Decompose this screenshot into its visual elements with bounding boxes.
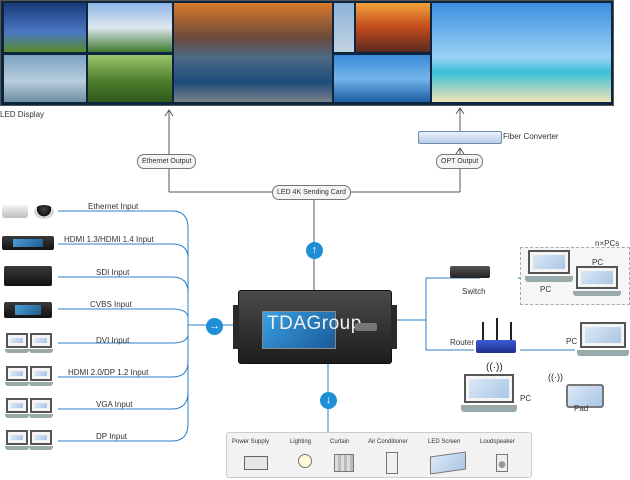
display-image-beach [432, 3, 611, 102]
input-label-dp: DP Input [96, 432, 127, 441]
processor-knob [355, 323, 377, 331]
appliance-label-curtain: Curtain [330, 439, 350, 445]
blu-ray-player-icon [2, 236, 54, 250]
router-antenna-2 [496, 318, 498, 340]
switch-label: Switch [462, 287, 486, 296]
nxpcs-label: n×PCs [595, 239, 620, 248]
processor-rack-ear-left [233, 305, 239, 349]
desktop-pc-icon [4, 333, 30, 353]
pad-label: Pad [574, 404, 589, 413]
air-conditioner-icon [384, 452, 424, 474]
pc-label-4: PC [520, 394, 532, 403]
desktop-pc-icon-2 [28, 333, 54, 353]
router-antenna-1 [482, 322, 484, 340]
sending-card-pill: LED 4K Sending Card [272, 185, 351, 200]
appliance-label-led: LED Screen [428, 439, 461, 445]
laptop-icon-3 [461, 374, 517, 412]
display-image-sunset [356, 3, 430, 52]
router-icon [476, 340, 516, 353]
output-arrow-up-icon: ↑ [306, 242, 323, 259]
display-image-village [88, 3, 172, 52]
led-screen-icon [430, 451, 470, 475]
ethernet-output-pill: Ethernet Output [137, 154, 197, 169]
switch-icon [450, 266, 490, 278]
fiber-converter-label: Fiber Converter [503, 132, 559, 141]
display-image-lake [174, 3, 332, 102]
input-line-3 [58, 276, 189, 325]
router-antenna-3 [510, 322, 512, 340]
tablet-icon [566, 384, 604, 408]
fiber-to-display-arrow [455, 107, 465, 115]
video-processor: TDAGroup [233, 290, 397, 364]
dvd-player-icon [4, 302, 52, 318]
desktop-pc-icon-4 [28, 366, 54, 386]
desktop-monitor-icon [573, 266, 621, 296]
input-label-sdi: SDI Input [96, 268, 130, 277]
pc-label-2: PC [592, 258, 604, 267]
appliance-label-lighting: Lighting [290, 439, 312, 445]
desktop-pc-icon-3 [4, 366, 30, 386]
processor-lcd [262, 311, 336, 349]
led-display-label: LED Display [0, 110, 45, 119]
led-display [0, 0, 614, 106]
dome-camera-icon [34, 205, 54, 219]
loudspeaker-icon [494, 452, 534, 472]
appliance-label-power: Power Supply [232, 439, 270, 445]
display-image-coast [334, 55, 430, 102]
input-line-1 [58, 210, 189, 325]
laptop-icon-2 [577, 322, 629, 356]
input-line-4 [58, 308, 189, 325]
wifi-icon-2: ((·)) [548, 372, 563, 382]
pc-label-3: PC [566, 337, 578, 346]
lightbulb-icon [294, 452, 334, 472]
input-label-hdmi14: HDMI 1.3/HDMI 1.4 Input [64, 235, 154, 244]
ethernet-output-arrow [164, 109, 174, 117]
desktop-pc-icon-5 [4, 398, 30, 418]
cctv-camera-icon [2, 205, 28, 218]
appliance-panel [226, 432, 532, 478]
input-device-cctv [2, 201, 58, 223]
display-image-boat [4, 55, 86, 102]
opt-output-arrow [455, 147, 465, 155]
control-arrow-down-icon: ↓ [320, 392, 337, 409]
curtain-icon [334, 452, 374, 472]
input-label-cvbs: CVBS Input [90, 300, 132, 309]
appliance-label-speaker: Loudspeaker [480, 439, 515, 445]
input-arrow-right-icon: → [206, 318, 223, 335]
pc-label-1: PC [540, 285, 552, 294]
fiber-converter [418, 131, 502, 144]
input-line-8 [58, 325, 189, 442]
laptop-icon [525, 250, 573, 282]
wifi-icon: ((·)) [486, 362, 503, 373]
display-image-city [334, 3, 354, 52]
display-image-forest [88, 55, 172, 102]
switch-line [390, 277, 480, 351]
input-label-vga: VGA Input [96, 400, 133, 409]
router-label: Router [450, 338, 475, 347]
desktop-pc-icon-6 [28, 398, 54, 418]
desktop-pc-icon-7 [4, 430, 30, 450]
display-image-moon-field [4, 3, 86, 52]
processor-brand: TDAGroup [267, 313, 362, 334]
desktop-pc-icon-8 [28, 430, 54, 450]
input-label-ethernet: Ethernet Input [88, 202, 139, 211]
processor-rack-ear-right [391, 305, 397, 349]
input-line-2 [58, 243, 189, 325]
power-supply-icon [244, 452, 284, 472]
appliance-label-ac: Air Conditioner [368, 439, 408, 445]
opt-output-pill: OPT Output [436, 154, 484, 169]
input-label-hdmi20: HDMI 2.0/DP 1.2 Input [68, 368, 149, 377]
video-camera-icon [4, 266, 52, 286]
input-label-dvi: DVI Input [96, 336, 130, 345]
